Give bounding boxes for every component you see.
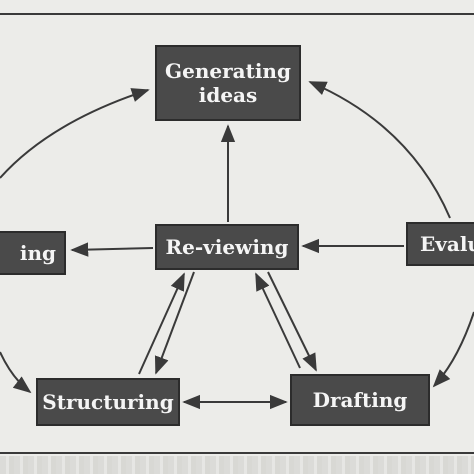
arrow-structuring-to-reviewing [138,272,185,375]
arrow-left-arc-to-generating [0,88,150,179]
evaluating-label-cropped: Evalu [420,232,474,256]
bottom-rule [0,452,474,454]
evaluating-box-cropped: Evalu [406,222,474,266]
footer-caption-strip [0,456,474,474]
arrow-reviewing-to-planning [70,242,154,257]
structuring-box: Structuring [36,378,180,426]
re-viewing-box: Re-viewing [155,224,299,270]
drafting-box: Drafting [290,374,430,426]
structuring-label: Structuring [42,390,174,414]
arrow-left-arc-to-structuring [0,351,32,394]
arrow-right-arc-to-drafting [432,311,474,388]
drafting-label: Drafting [312,388,408,412]
arrow-drafting-to-reviewing [255,272,301,369]
planning-box-cropped: ing [0,231,66,275]
arrow-right-arc-from-evaluating-to-generating [308,81,451,219]
planning-label-cropped: ing [19,241,56,265]
generating-ideas-label-line1: Generating [165,59,291,83]
generating-ideas-box: Generating ideas [155,45,301,121]
arrow-reviewing-to-structuring [154,271,195,375]
generating-ideas-label-line2: ideas [198,83,258,107]
re-viewing-label: Re-viewing [165,235,289,259]
top-rule [0,13,474,15]
arrow-reviewing-to-drafting [267,271,317,372]
